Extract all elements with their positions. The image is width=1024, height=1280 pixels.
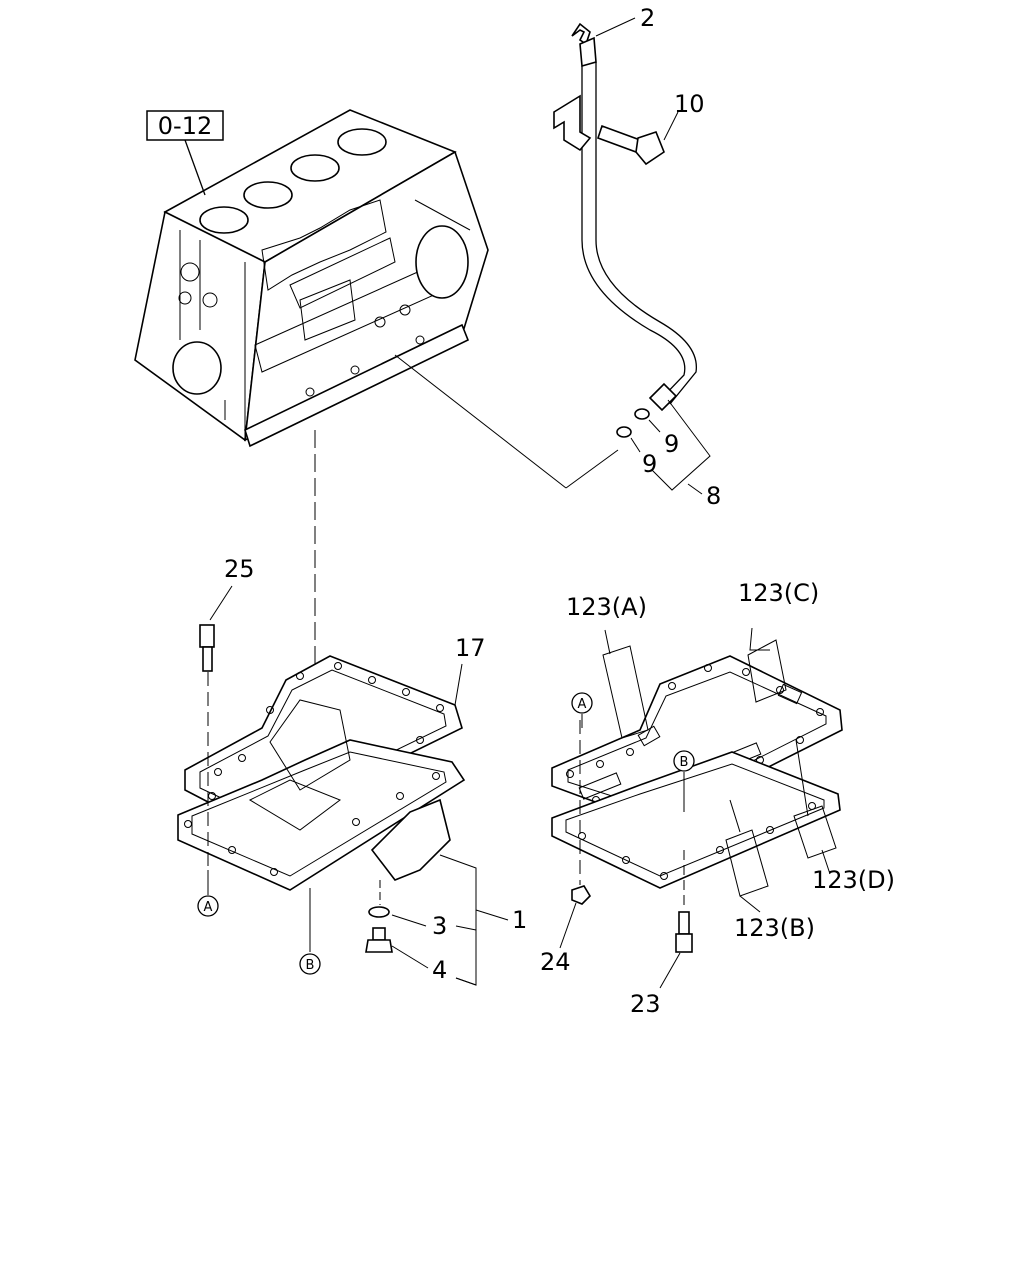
leader-8: [651, 399, 711, 491]
marker-a-right-label: A: [578, 697, 587, 712]
engine-block: [134, 109, 489, 448]
leader-8b: [687, 483, 703, 495]
marker-a-left-label: A: [204, 900, 213, 915]
leader-10: [663, 111, 679, 141]
marker-a-left: A: [197, 895, 219, 917]
callout-23: 23: [630, 990, 661, 1018]
oil-pan-right: [551, 655, 843, 889]
callout-17: 17: [455, 634, 486, 662]
marker-a-right: A: [571, 692, 593, 714]
stud-25: [199, 624, 215, 672]
leader-9b: [630, 437, 641, 453]
callout-123c: 123(C): [738, 579, 819, 607]
marker-b-left-label: B: [306, 958, 315, 973]
leader-2: [595, 17, 636, 37]
callout-9a: 9: [664, 430, 679, 458]
marker-b-right-label: B: [680, 755, 689, 770]
reference-box: 0-12: [146, 110, 224, 196]
leader-4: [391, 945, 429, 969]
drain-plug-4: [365, 927, 393, 953]
callout-9b: 9: [642, 450, 657, 478]
callout-123d: 123(D): [812, 866, 895, 894]
leader-4b: [455, 977, 477, 986]
oil-pan-left: [177, 655, 466, 891]
leader-25: [209, 585, 233, 621]
callout-1: 1: [512, 906, 527, 934]
marker-b-left: B: [299, 953, 321, 975]
callout-24: 24: [540, 948, 571, 976]
callout-4: 4: [432, 956, 447, 984]
stud-23: [675, 911, 693, 953]
leader-3b: [455, 925, 477, 931]
leader-1b: [475, 909, 509, 921]
leader-17: [454, 663, 463, 706]
callout-25: 25: [224, 555, 255, 583]
dipstick-hole-leader: [394, 354, 567, 489]
leader-9a: [648, 419, 661, 433]
nut-24: [571, 885, 592, 905]
marker-b-right: B: [673, 750, 695, 772]
callout-3: 3: [432, 912, 447, 940]
callout-123b: 123(B): [734, 914, 815, 942]
callout-8: 8: [706, 482, 721, 510]
callout-123a: 123(A): [566, 593, 647, 621]
reference-box-label: 0-12: [158, 112, 212, 140]
gasket-callout-leaders: [602, 627, 837, 913]
callout-10: 10: [674, 90, 705, 118]
leader-23: [659, 952, 681, 989]
callout-2: 2: [640, 4, 655, 32]
washer-3: [368, 906, 390, 918]
leader-3: [391, 914, 427, 927]
dipstick-hole-leader: [565, 449, 619, 489]
leader-24: [559, 902, 577, 949]
dipstick-assembly: [553, 22, 697, 438]
